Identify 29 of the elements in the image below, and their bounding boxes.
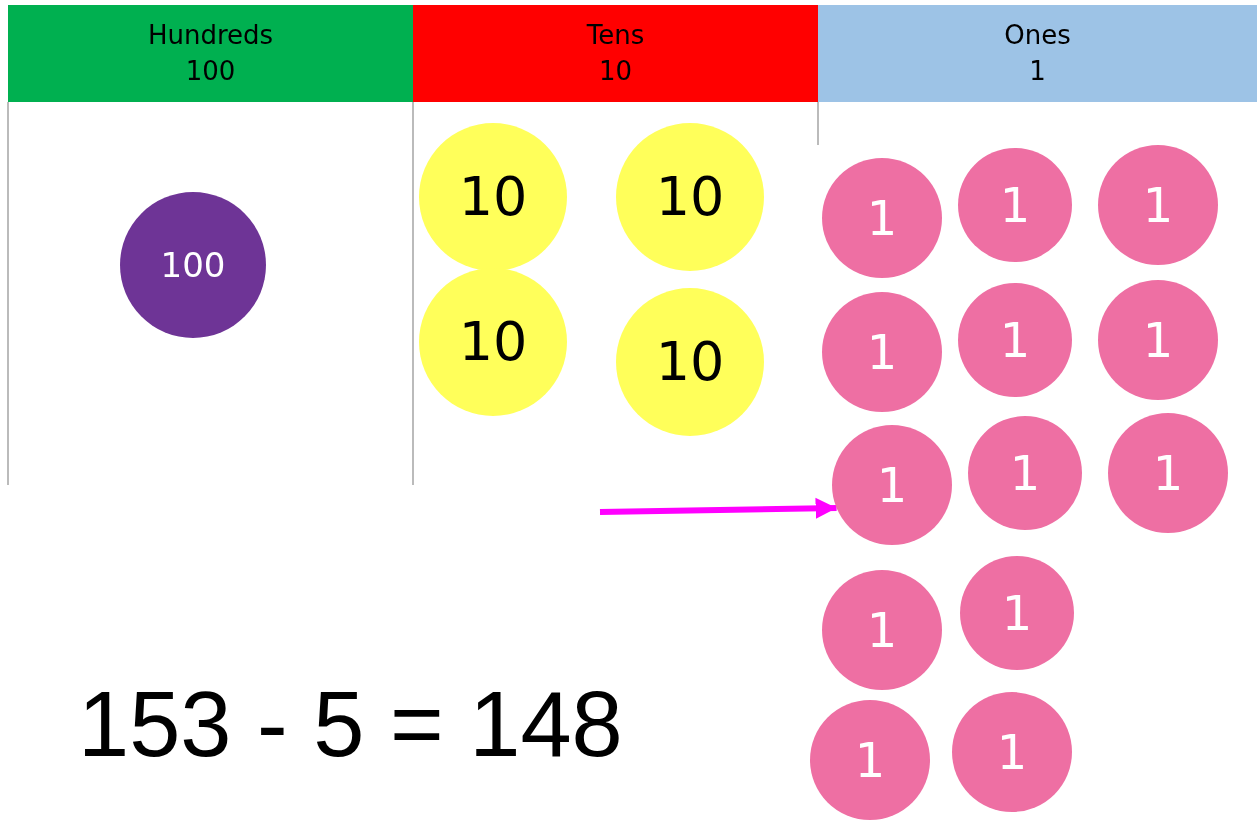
counter-value: 1 (1142, 181, 1174, 229)
column-header (413, 5, 818, 102)
column-title: Tens (586, 19, 645, 53)
counter-value: 1 (999, 316, 1031, 364)
counter-value: 10 (458, 170, 528, 224)
counter-value: 10 (655, 335, 725, 389)
counter-value: 1 (866, 194, 898, 242)
counter-value: 1 (1009, 449, 1041, 497)
column-header (818, 5, 1257, 102)
counter-value: 1 (876, 461, 908, 509)
counter-value: 1 (1001, 589, 1033, 637)
place-value: 1 (1029, 54, 1046, 88)
counter-value: 1 (866, 328, 898, 376)
counter-value: 100 (160, 248, 226, 282)
place-value: 10 (598, 54, 633, 88)
counter-value: 1 (996, 728, 1028, 776)
column-title: Ones (1004, 19, 1071, 53)
place-value: 100 (185, 54, 236, 88)
equation: 153 - 5 = 148 (78, 678, 623, 770)
counter-value: 10 (458, 315, 528, 369)
column-header (8, 5, 413, 102)
counter-value: 1 (866, 606, 898, 654)
arrow (599, 497, 837, 519)
column-title: Hundreds (147, 19, 274, 53)
counter-value: 1 (1142, 316, 1174, 364)
counter-value: 1 (999, 181, 1031, 229)
counter-value: 1 (854, 736, 886, 784)
counter-value: 1 (1152, 449, 1184, 497)
counter-value: 10 (655, 170, 725, 224)
